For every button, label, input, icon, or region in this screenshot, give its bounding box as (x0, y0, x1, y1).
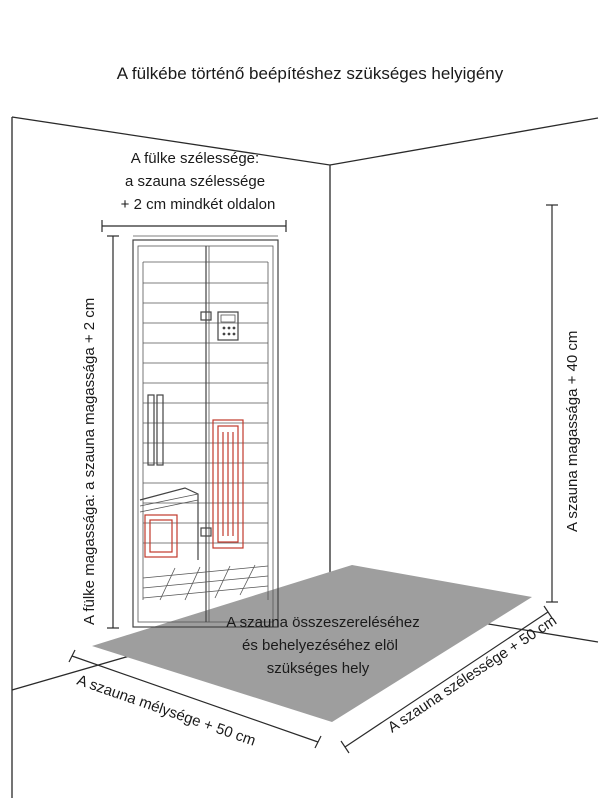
sauna-height-label: A szauna magassága + 40 cm (564, 331, 581, 532)
niche-width-line-2: a szauna szélessége (125, 173, 265, 190)
bench (139, 487, 199, 560)
control-panel (217, 311, 239, 341)
front-clearance-area (92, 565, 532, 722)
niche-width-line-3: + 2 cm mindkét oldalon (121, 196, 276, 213)
sauna-height-dimension: A szauna magassága + 40 cm (546, 204, 581, 603)
clearance-line-1: A szauna összeszereléséhez (226, 614, 419, 631)
niche-width-dimension: A fülke szélessége: a szauna szélessége … (101, 150, 287, 232)
clearance-line-3: szükséges hely (267, 660, 370, 677)
front-clearance-label: A szauna összeszereléséhez és behelyezés… (226, 614, 419, 677)
clearance-line-2: és behelyezéséhez elöl (242, 637, 398, 654)
cabin-floor (142, 564, 269, 601)
diagram-title: A fülkébe történő beépítéshez szükséges … (117, 64, 504, 83)
niche-height-dimension: A fülke magassága: a szauna magassága + … (81, 235, 119, 629)
sauna-cabin (132, 235, 279, 628)
niche-width-line-1: A fülke szélessége: (131, 150, 259, 167)
infrared-heater (212, 419, 244, 549)
niche-height-label: A fülke magassága: a szauna magassága + … (81, 298, 98, 625)
